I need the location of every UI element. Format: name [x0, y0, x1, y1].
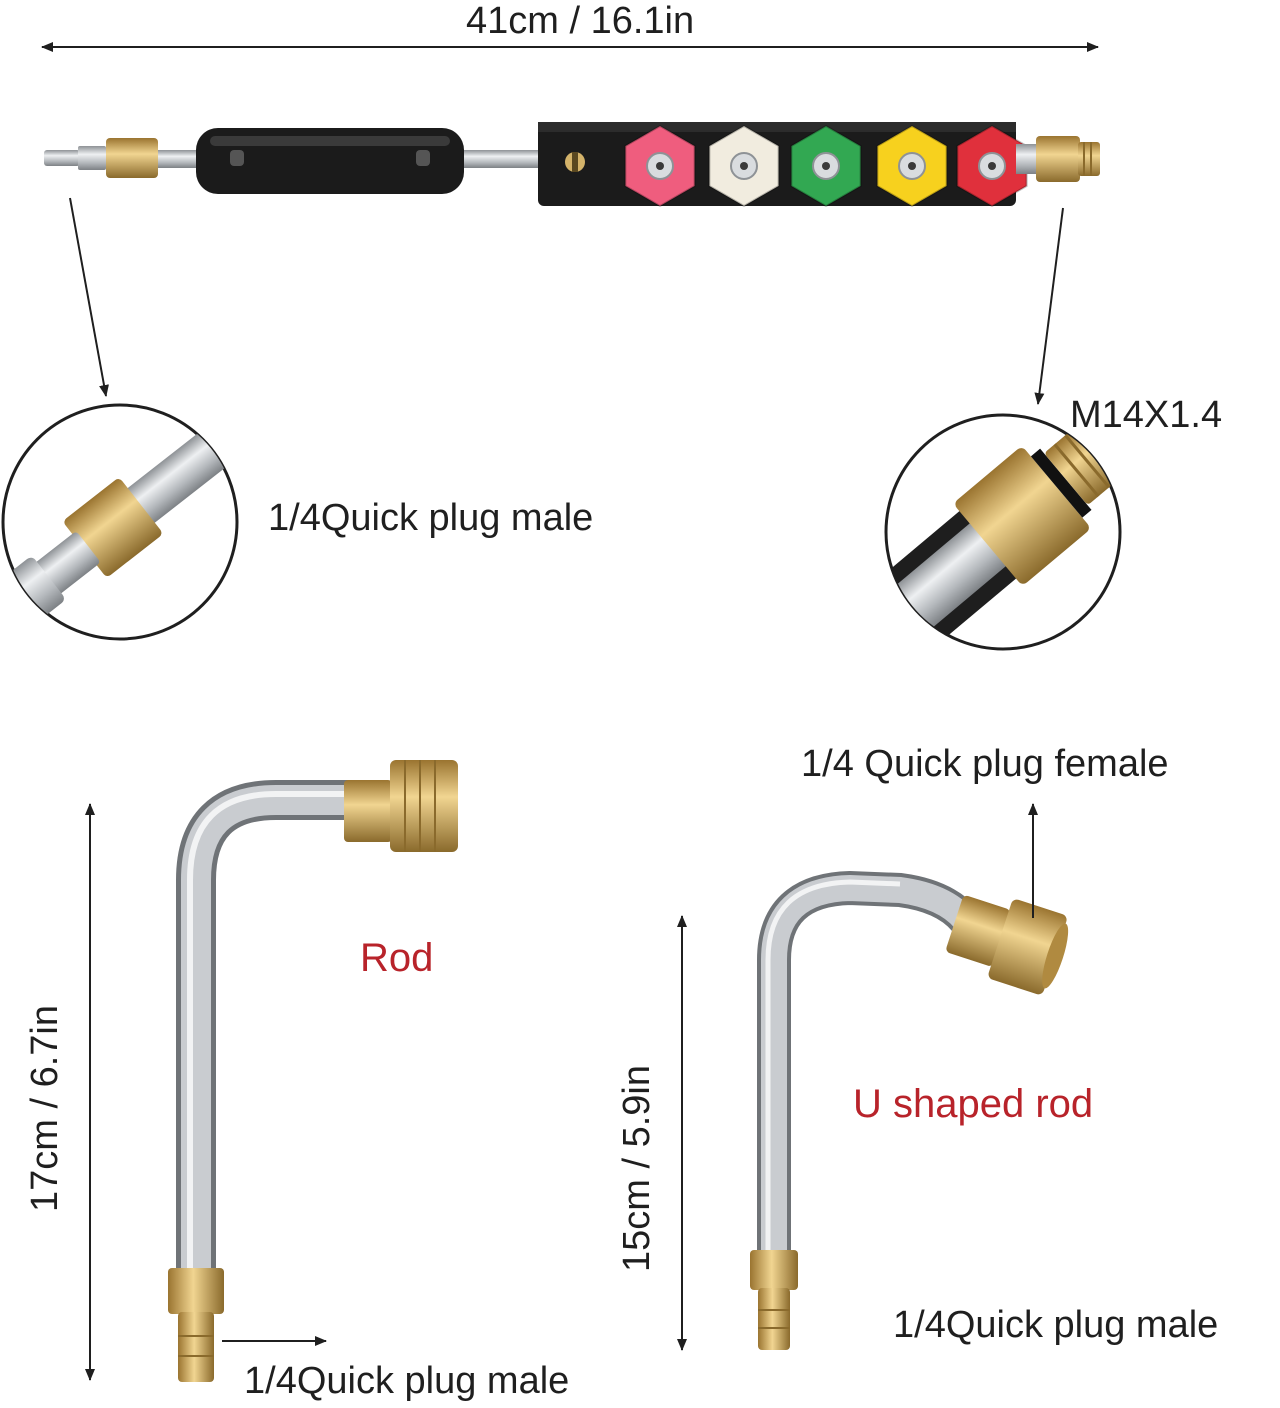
outlet-thread: [1078, 142, 1100, 176]
rod-outlet-label: 1/4Quick plug male: [244, 1360, 570, 1402]
total-length-label: 41cm / 16.1in: [466, 0, 695, 42]
inlet-brass-nut: [106, 138, 158, 178]
rod-name-label: Rod: [360, 936, 434, 980]
nozzle-set: [624, 124, 1028, 208]
nozzle-hole: [656, 162, 664, 170]
nozzle-hole: [740, 162, 748, 170]
inlet-detail-circle: [1, 403, 239, 641]
rod-length-label: 17cm / 6.7in: [24, 1005, 66, 1212]
u-rod-length-label: 15cm / 5.9in: [616, 1065, 658, 1272]
outlet-detail-circle: [884, 413, 1122, 651]
u-rod-male-plug: [750, 1250, 798, 1290]
thread-spec-label: M14X1.4: [1070, 394, 1223, 436]
spray-wand: [44, 122, 1100, 208]
rod: [168, 760, 458, 1382]
outlet-callout-arrow: [1034, 207, 1064, 405]
nozzle-hole: [908, 162, 916, 170]
quick-plug-tip: [44, 150, 80, 166]
inlet-callout-arrow: [69, 197, 109, 397]
u-rod-outlet-label: 1/4Quick plug male: [893, 1304, 1219, 1346]
u-rod-female-coupler: [946, 895, 1010, 966]
grip-slot-left: [230, 150, 244, 166]
wand-inlet-label: 1/4Quick plug male: [268, 497, 594, 539]
rod-female-coupler: [344, 780, 392, 842]
u-shaped-rod: [750, 870, 1069, 1350]
grip-slot-right: [416, 150, 430, 166]
nozzle-hole: [988, 162, 996, 170]
u-rod-name-label: U shaped rod: [853, 1082, 1094, 1126]
nozzle-hole: [822, 162, 830, 170]
u-rod-inlet-label: 1/4 Quick plug female: [801, 743, 1169, 785]
rod-male-plug: [168, 1268, 224, 1314]
